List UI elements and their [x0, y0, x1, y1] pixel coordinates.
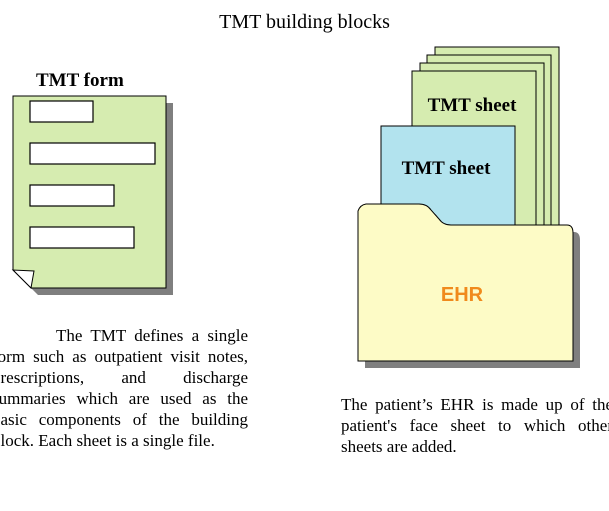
form-description: The TMT defines a single form such as ou…	[0, 326, 248, 450]
ehr-folder	[357, 203, 580, 368]
tmt-form-label: TMT form	[36, 70, 124, 91]
tmt-sheet-back-label: TMT sheet	[428, 95, 518, 116]
ehr-description: The patient’s EHR is made up of the pati…	[341, 395, 609, 456]
form-field-3	[29, 184, 115, 207]
ehr-label: EHR	[441, 284, 484, 306]
form-field-4	[29, 226, 135, 249]
tmt-sheet-front-label: TMT sheet	[402, 158, 492, 179]
form-field-2	[29, 142, 156, 165]
diagram-title: TMT building blocks	[219, 11, 390, 33]
form-field-1	[29, 100, 94, 123]
tmt-form-page	[11, 95, 173, 295]
